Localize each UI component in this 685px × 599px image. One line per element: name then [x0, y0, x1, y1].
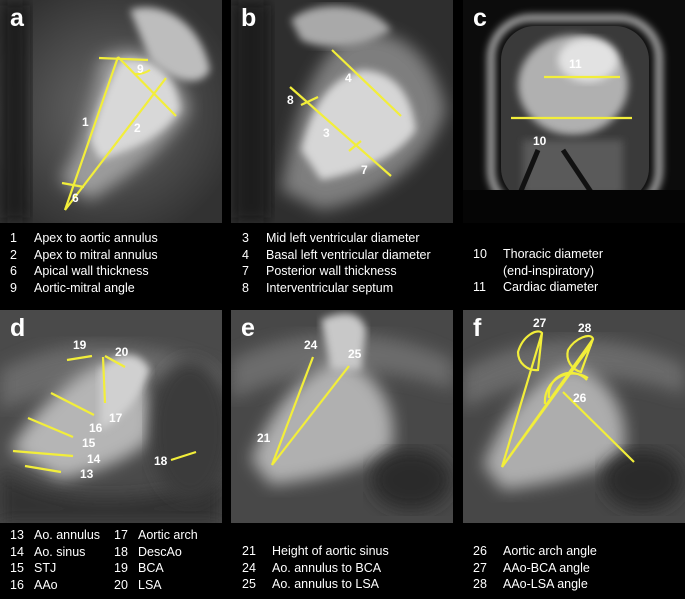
label-15: 15: [82, 436, 96, 450]
legend-item: (end-inspiratory): [503, 263, 595, 278]
panel-letter-f: f: [473, 314, 482, 342]
panel-e-image: e 24 25 21: [231, 310, 453, 523]
label-19: 19: [73, 338, 87, 352]
label-1: 1: [82, 115, 89, 129]
panel-f-image: f 27 28 26: [463, 310, 685, 523]
panel-a-image: a 1 2 6 9: [0, 0, 222, 223]
label-4: 4: [345, 71, 352, 85]
panel-f-overlay: [500, 330, 635, 468]
label-2: 2: [134, 121, 141, 135]
label-9: 9: [137, 62, 144, 76]
panel-c-overlay: [511, 75, 632, 120]
label-24: 24: [304, 338, 318, 352]
label-16: 16: [89, 421, 103, 435]
panel-d-mri: [0, 310, 222, 523]
panel-letter-a: a: [10, 4, 24, 32]
panel-c-mri: [463, 0, 685, 223]
label-14: 14: [87, 452, 101, 466]
label-17: 17: [109, 411, 123, 425]
label-28: 28: [578, 321, 592, 335]
panel-e-overlay: [270, 356, 350, 466]
panel-letter-c: c: [473, 4, 487, 32]
label-26: 26: [573, 391, 587, 405]
panel-letter-d: d: [10, 314, 26, 342]
panel-b-image: b 3 4 7 8: [231, 0, 453, 223]
panel-c-image: c 11 10: [463, 0, 685, 223]
panel-a-mri: [0, 0, 222, 223]
label-18: 18: [154, 454, 168, 468]
panel-e-mri: [231, 310, 453, 523]
label-25: 25: [348, 347, 362, 361]
panel-b-mri: [231, 0, 453, 223]
label-8: 8: [287, 93, 294, 107]
panel-f-mri: [463, 310, 685, 523]
label-27: 27: [533, 316, 547, 330]
panel-a-overlay: [61, 56, 177, 211]
panel-letter-b: b: [241, 4, 257, 32]
label-13: 13: [80, 467, 94, 481]
panel-letter-e: e: [241, 314, 255, 342]
label-21: 21: [257, 431, 271, 445]
label-20: 20: [115, 345, 129, 359]
label-3: 3: [323, 126, 330, 140]
panel-b-overlay: [289, 49, 402, 177]
label-6: 6: [72, 191, 79, 205]
panel-d-image: d 19 20 17 16 15 14 13 18: [0, 310, 222, 523]
label-11: 11: [569, 57, 582, 71]
label-10: 10: [533, 134, 547, 148]
label-7: 7: [361, 163, 368, 177]
panel-d-overlay: [12, 354, 197, 474]
